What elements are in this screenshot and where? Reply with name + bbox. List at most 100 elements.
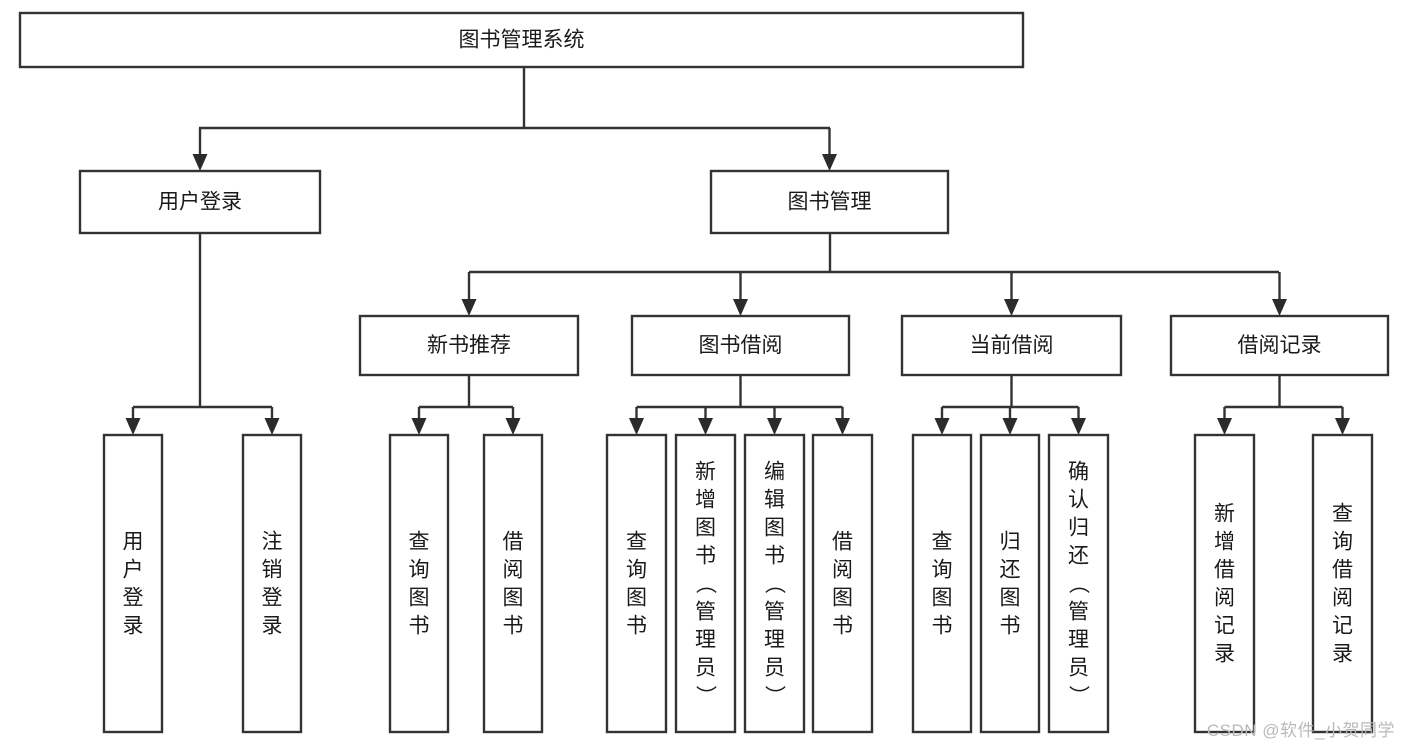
node-leaf-confirm-return-label-char-6: 理	[1068, 629, 1089, 652]
node-current-borrow-rect[interactable]	[900, 314, 1123, 377]
node-leaf-query-book-borrow-rect[interactable]	[605, 433, 668, 734]
arrow-to-leaf-query-record	[1335, 418, 1350, 435]
node-book-manage[interactable]: 图书管理	[709, 169, 950, 235]
node-leaf-edit-book-label-char-7: 员	[764, 657, 785, 680]
node-leaf-borrow-book-new-label-char-2: 图	[503, 587, 524, 610]
node-leaf-user-login-label-char-2: 登	[123, 587, 144, 610]
node-leaf-edit-book-label-char-0: 编	[764, 461, 785, 484]
node-new-book-recommend[interactable]: 新书推荐	[358, 314, 580, 377]
node-leaf-query-book-cur-label-char-3: 书	[932, 615, 953, 638]
node-leaf-return-book-label-char-0: 归	[1000, 531, 1021, 554]
node-leaf-query-book-new-rect[interactable]	[388, 433, 450, 734]
node-book-borrow-label: 图书借阅	[699, 334, 783, 357]
node-leaf-edit-book-label-char-2: 图	[764, 517, 785, 540]
node-leaf-logout-login-label-char-2: 登	[262, 587, 283, 610]
node-leaf-confirm-return-label-char-2: 归	[1068, 517, 1089, 540]
node-leaf-user-login-rect[interactable]	[102, 433, 164, 734]
node-leaf-return-book-label-char-2: 图	[1000, 587, 1021, 610]
node-new-book-recommend-rect[interactable]	[358, 314, 580, 377]
node-leaf-add-record-label-char-2: 借	[1214, 559, 1235, 582]
arrow-to-borrow-record	[1272, 299, 1287, 316]
arrow-to-leaf-add-record	[1217, 418, 1232, 435]
node-leaf-query-record-label-char-2: 借	[1332, 559, 1353, 582]
node-leaf-add-book-label-char-2: 图	[695, 517, 716, 540]
node-current-borrow-label: 当前借阅	[970, 334, 1054, 357]
node-leaf-query-record-label-char-4: 记	[1332, 615, 1353, 638]
node-root-rect[interactable]	[18, 11, 1025, 69]
node-leaf-query-book-borrow-label-char-0: 查	[626, 531, 647, 554]
node-leaf-add-record-label-char-3: 阅	[1214, 587, 1235, 610]
node-leaf-confirm-return-label-char-3: 还	[1068, 545, 1089, 568]
arrow-to-new-book-recommend	[461, 299, 477, 316]
node-leaf-add-book-rect[interactable]	[674, 433, 737, 734]
arrow-to-book-manage	[822, 154, 837, 171]
node-borrow-record-label: 借阅记录	[1238, 334, 1322, 357]
node-leaf-edit-book-label-char-6: 理	[764, 629, 785, 652]
node-leaf-add-book-label-char-8: ）	[694, 685, 717, 706]
node-leaf-edit-book-rect[interactable]	[743, 433, 806, 734]
node-leaf-add-book-label-char-1: 增	[695, 489, 716, 512]
node-leaf-query-record-label-char-0: 查	[1332, 503, 1353, 526]
node-leaf-logout-login-label-char-3: 录	[262, 615, 283, 638]
node-leaf-add-book-label-char-5: 管	[695, 601, 716, 624]
node-borrow-record-rect[interactable]	[1169, 314, 1390, 377]
node-leaf-query-record-label-char-3: 阅	[1332, 587, 1353, 610]
node-leaf-add-record-rect[interactable]	[1193, 433, 1256, 734]
node-leaf-confirm-return-label-char-1: 认	[1068, 489, 1089, 512]
node-leaf-user-login[interactable]: 用户登录	[102, 433, 164, 734]
arrow-to-book-borrow	[733, 299, 748, 316]
node-leaf-borrow-book-new-rect[interactable]	[482, 433, 544, 734]
node-leaf-edit-book-label-char-4: （	[763, 573, 786, 594]
node-root[interactable]: 图书管理系统	[18, 11, 1025, 69]
node-leaf-user-login-label-char-1: 户	[123, 559, 144, 582]
node-leaf-return-book-label-char-3: 书	[1000, 615, 1021, 638]
node-leaf-add-book-label-char-4: （	[694, 573, 717, 594]
node-book-borrow[interactable]: 图书借阅	[630, 314, 851, 377]
node-user-login[interactable]: 用户登录	[78, 169, 322, 235]
node-leaf-query-record-rect[interactable]	[1311, 433, 1374, 734]
node-user-login-label: 用户登录	[158, 191, 242, 214]
node-leaf-add-book-label-char-3: 书	[695, 545, 716, 568]
node-leaf-borrow-book-label-char-0: 借	[832, 531, 853, 554]
arrow-to-leaf-query-book-new	[411, 418, 427, 435]
node-book-manage-rect[interactable]	[709, 169, 950, 235]
node-leaf-borrow-book-new-label-char-1: 阅	[503, 559, 524, 582]
node-leaf-user-login-label-char-3: 录	[123, 615, 144, 638]
node-book-borrow-rect[interactable]	[630, 314, 851, 377]
node-leaf-return-book-label-char-1: 还	[1000, 559, 1021, 582]
arrow-to-leaf-edit-book	[767, 418, 782, 435]
arrow-to-leaf-query-book-cur	[934, 418, 950, 435]
node-leaf-borrow-book-label-char-2: 图	[832, 587, 853, 610]
arrow-to-leaf-return-book	[1002, 418, 1018, 435]
node-leaf-confirm-return-rect[interactable]	[1047, 433, 1110, 734]
node-leaf-logout-login-rect[interactable]	[241, 433, 303, 734]
node-leaf-query-book-cur-rect[interactable]	[911, 433, 973, 734]
node-current-borrow[interactable]: 当前借阅	[900, 314, 1123, 377]
node-leaf-add-record-label-char-4: 记	[1214, 615, 1235, 638]
node-leaf-query-book-cur-label-char-2: 图	[932, 587, 953, 610]
node-borrow-record[interactable]: 借阅记录	[1169, 314, 1390, 377]
node-root-label: 图书管理系统	[459, 29, 585, 52]
node-leaf-edit-book-label-char-1: 辑	[764, 489, 785, 512]
node-leaf-query-book-new-label-char-0: 查	[409, 531, 430, 554]
node-leaf-borrow-book-label-char-3: 书	[832, 615, 853, 638]
arrow-to-leaf-confirm-return	[1071, 418, 1086, 435]
node-leaf-query-record-label-char-1: 询	[1332, 531, 1353, 554]
node-user-login-rect[interactable]	[78, 169, 322, 235]
node-leaf-borrow-book-rect[interactable]	[811, 433, 874, 734]
node-leaf-return-book-rect[interactable]	[979, 433, 1041, 734]
